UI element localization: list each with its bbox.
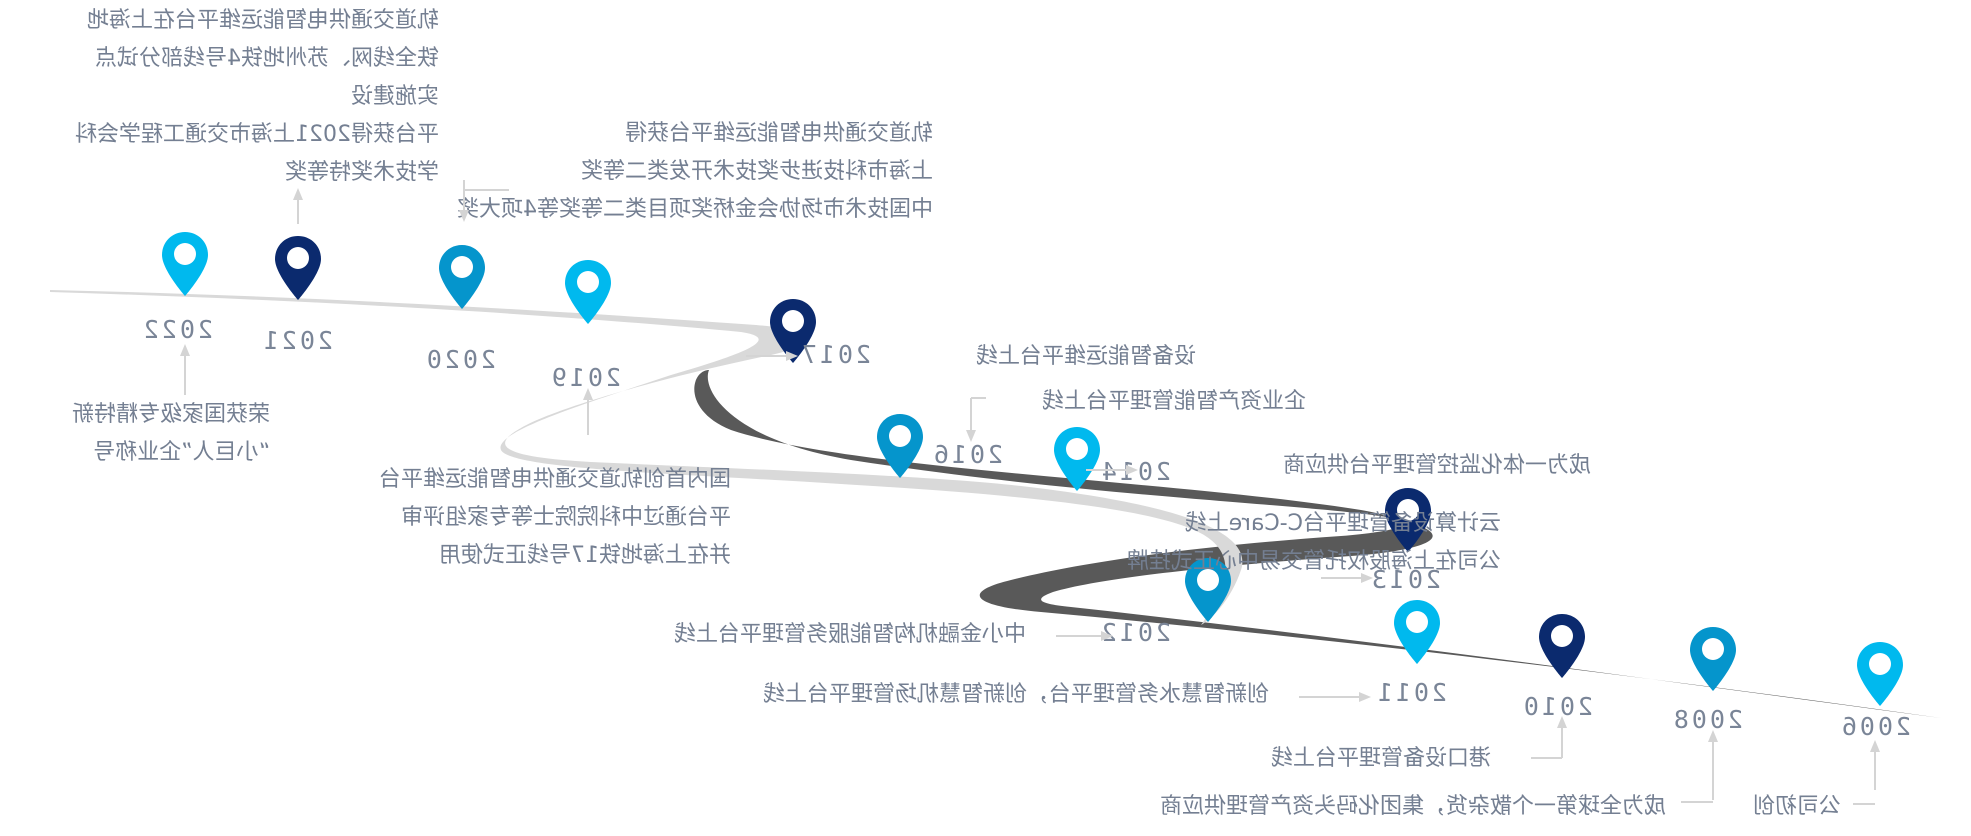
arrowhead <box>459 210 469 222</box>
map-pin-icon <box>877 414 923 478</box>
arrowhead <box>786 351 798 361</box>
road-dark-segment <box>694 370 1941 718</box>
map-pin-icon <box>1690 627 1736 691</box>
arrowhead <box>1101 631 1113 641</box>
map-pin-icon <box>1857 642 1903 706</box>
arrowhead <box>293 188 303 200</box>
map-pin-icon <box>1539 614 1585 678</box>
map-pin-icon <box>565 260 611 324</box>
arrowhead <box>583 388 593 400</box>
arrowhead <box>1870 740 1880 752</box>
arrowhead <box>1359 692 1371 702</box>
map-pin-icon <box>439 245 485 309</box>
map-pin-icon <box>275 236 321 300</box>
arrowhead <box>1361 573 1373 583</box>
map-pin-icon <box>162 232 208 296</box>
map-pin-icon <box>1385 488 1431 552</box>
arrowhead <box>180 344 190 356</box>
map-pin-icon <box>1054 427 1100 491</box>
map-pin-icon <box>770 299 816 363</box>
map-pin-icon <box>1394 600 1440 664</box>
arrowhead <box>1557 716 1567 728</box>
map-pin-icon <box>1185 558 1231 622</box>
arrowhead <box>1126 465 1138 475</box>
arrowhead <box>966 430 976 442</box>
arrowhead <box>1708 730 1718 742</box>
